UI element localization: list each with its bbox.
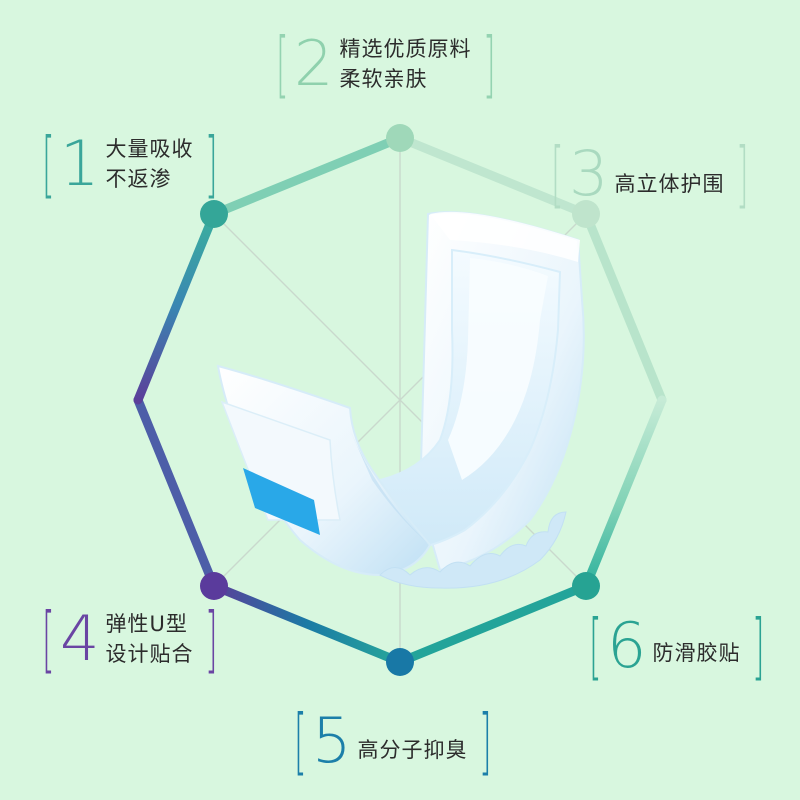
node-top-right <box>572 200 600 228</box>
feature-number: 4 <box>60 602 100 675</box>
node-top <box>386 124 414 152</box>
feature-line-1: 精选优质原料 <box>339 37 472 61</box>
octagon-nodes <box>200 124 600 676</box>
feature-number: 3 <box>569 137 609 210</box>
node-bottom <box>386 648 414 676</box>
node-bottom-right <box>572 572 600 600</box>
feature-3: [ 3 高立体护围 ] <box>545 138 752 210</box>
close-bracket: ] <box>205 122 219 206</box>
open-bracket: [ <box>42 597 55 681</box>
feature-number: 2 <box>294 27 334 100</box>
close-bracket: ] <box>205 597 219 681</box>
feature-6: [ 6 防滑胶贴 ] <box>583 610 768 682</box>
feature-line-1: 高分子抑臭 <box>357 738 468 762</box>
feature-line-1: 大量吸收 <box>105 137 194 161</box>
feature-text: 大量吸收 不返渗 <box>105 134 193 194</box>
feature-2: [ 2 精选优质原料 柔软亲肤 ] <box>270 28 499 100</box>
node-bottom-left <box>200 572 228 600</box>
close-bracket: ] <box>479 699 493 783</box>
open-bracket: [ <box>276 22 289 106</box>
open-bracket: [ <box>589 604 602 688</box>
feature-line-2: 不返渗 <box>105 167 172 191</box>
feature-4: [ 4 弹性U型 设计贴合 ] <box>36 603 221 675</box>
feature-text: 精选优质原料 柔软亲肤 <box>339 34 471 94</box>
close-bracket: ] <box>736 132 750 216</box>
feature-text: 弹性U型 设计贴合 <box>105 609 193 669</box>
feature-line-2: 设计贴合 <box>105 642 194 666</box>
feature-line-2: 柔软亲肤 <box>339 67 428 91</box>
open-bracket: [ <box>42 122 55 206</box>
close-bracket: ] <box>752 604 766 688</box>
feature-line-1: 高立体护围 <box>614 172 725 196</box>
feature-text: 高分子抑臭 <box>357 735 467 765</box>
feature-5: [ 5 高分子抑臭 ] <box>288 705 495 777</box>
octagon-outline <box>133 133 667 667</box>
node-top-left <box>200 200 228 228</box>
feature-text: 高立体护围 <box>614 169 724 199</box>
feature-number: 1 <box>60 127 100 200</box>
open-bracket: [ <box>294 699 307 783</box>
close-bracket: ] <box>483 22 497 106</box>
feature-1: [ 1 大量吸收 不返渗 ] <box>36 128 221 200</box>
feature-number: 6 <box>607 609 647 682</box>
feature-line-1: 弹性U型 <box>105 612 188 636</box>
feature-number: 5 <box>312 704 352 777</box>
feature-line-1: 防滑胶贴 <box>652 641 741 665</box>
open-bracket: [ <box>551 132 564 216</box>
diaper-pad-icon <box>216 211 585 589</box>
feature-text: 防滑胶贴 <box>652 638 740 668</box>
adhesive-tape-icon <box>243 468 320 535</box>
